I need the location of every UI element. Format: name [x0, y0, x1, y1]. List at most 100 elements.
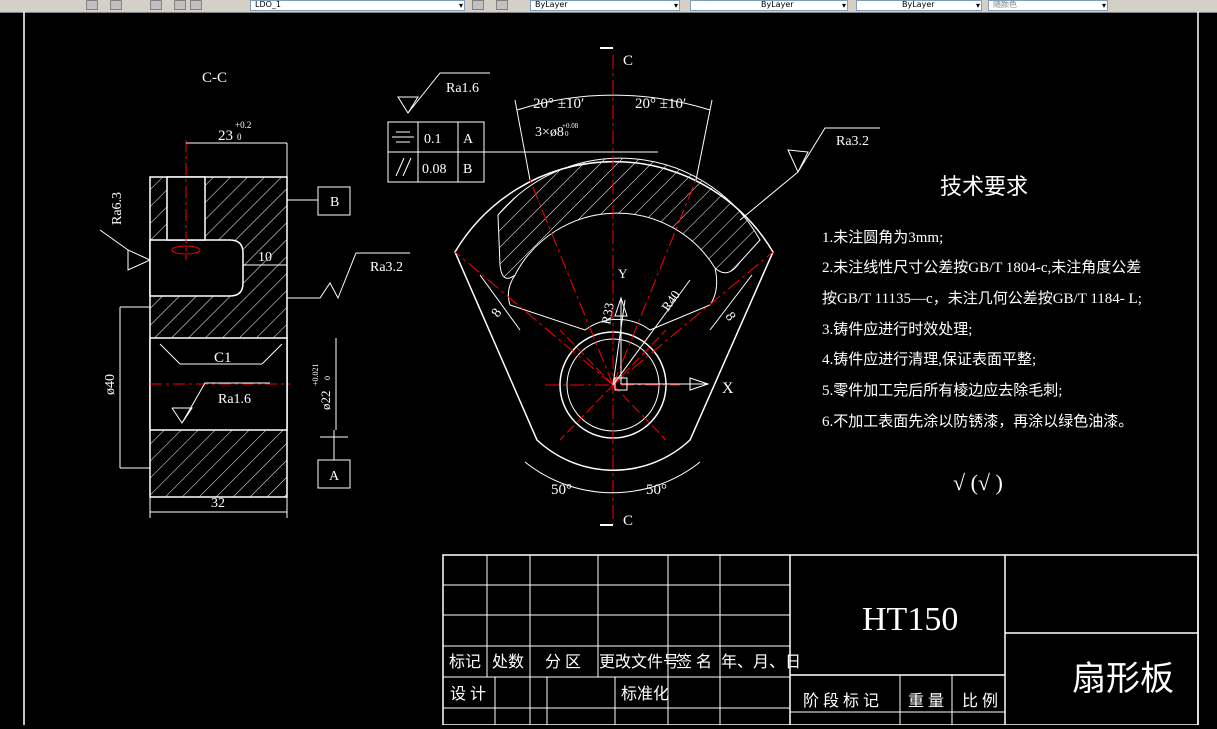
dim-r40: R40 [658, 287, 683, 313]
plotstyle-dropdown[interactable]: 随颜色▾ [988, 0, 1108, 11]
dim-slot-depth: 10 [258, 250, 272, 265]
section-label: C-C [202, 70, 227, 86]
tolerance-frames: Ra1.6 0.1 A 0.08 B [387, 72, 658, 183]
roughness-bore-symbol [171, 382, 270, 424]
cad-toolbar: LDO_1▾ ByLayer▾ ByLayer▾ ByLayer▾ 随颜色▾ [0, 0, 1217, 13]
parallel-icon [395, 157, 412, 177]
roughness-leader [739, 171, 799, 221]
tb-weight: 重 量 [908, 692, 944, 710]
requirement-line: 按GB/T 11135—c，未注几何公差按GB/T 1184- L; [822, 290, 1142, 307]
ucs-y-label: Y [618, 266, 628, 281]
roughness-top-symbol [397, 72, 490, 114]
datum-a-box [317, 459, 351, 489]
hub-centerline [612, 384, 667, 441]
tb-mark: 标记 [449, 653, 481, 671]
datum-b-label: B [330, 195, 339, 210]
chevron-down-icon: ▾ [673, 1, 678, 10]
roughness-arc-symbol [787, 127, 880, 174]
radius-line [612, 299, 626, 386]
hole-centerline-right [612, 179, 697, 386]
lineweight-dropdown[interactable]: ByLayer▾ [856, 0, 982, 11]
ucs-x-label: X [722, 380, 734, 397]
requirement-line: 3.铸件应进行时效处理; [822, 320, 972, 338]
edge-centerline [612, 251, 774, 386]
rib-dim-line [709, 274, 753, 331]
dim-r33: R33 [598, 302, 617, 326]
chevron-down-icon: ▾ [975, 1, 980, 10]
requirement-line: 5.零件加工完后所有棱边应去除毛刺; [822, 381, 1062, 399]
other-roughness: √ (√ ) [953, 470, 1003, 495]
tb-design: 设 计 [450, 685, 486, 703]
hub-centerline [559, 384, 614, 441]
layer-state-icon[interactable] [150, 0, 162, 10]
dim-width-top: 23 [218, 128, 233, 144]
chamfer-line [261, 343, 283, 365]
tb-date: 年、月、日 [721, 653, 801, 671]
section-bore [149, 337, 288, 431]
sector-view: C C 20° ±10′ 20° ±10′ 3×ø8 +0.08 0 Ra3.2… [454, 47, 880, 529]
drawing-svg: C-C C1 23 +0.2 0 B Ra6.3 10 Ra3.2 [23, 12, 1199, 726]
radius-line [612, 279, 691, 386]
cut-label-bottom: C [623, 513, 633, 529]
tol-symmetry-value: 0.1 [424, 132, 442, 147]
chevron-down-icon: ▾ [1101, 1, 1106, 10]
tol-parallel-datum: B [463, 162, 472, 177]
layer-previous-icon[interactable] [110, 0, 122, 10]
roughness-arc: Ra3.2 [836, 134, 869, 149]
hole-ellipse [171, 245, 201, 255]
sun-icon[interactable] [190, 0, 202, 10]
make-current-icon[interactable] [472, 0, 484, 10]
bulb-icon[interactable] [174, 0, 186, 10]
tb-signature: 签 名 [676, 653, 712, 671]
requirement-line: 4.铸件应进行清理,保证表面平整; [822, 350, 1036, 368]
roughness-bore: Ra1.6 [218, 392, 251, 407]
angle-arc-bottom [524, 461, 701, 494]
chamfer-line [159, 343, 181, 365]
roughness-left-symbol [99, 229, 152, 271]
ext-line [514, 99, 531, 181]
section-view: C-C C1 23 +0.2 0 B Ra6.3 10 Ra3.2 [99, 70, 410, 518]
hole-centerline-left [529, 179, 614, 386]
roughness-slot-symbol [287, 252, 410, 300]
roughness-slot: Ra3.2 [370, 260, 403, 275]
tol-symmetry-datum: A [463, 132, 474, 147]
datum-a-label: A [329, 469, 340, 484]
angle-arc-top [516, 94, 711, 111]
angle-right: 20° ±10′ [635, 96, 686, 112]
angle-bottom-left: 50° [551, 482, 572, 498]
tb-zone: 分 区 [545, 653, 581, 671]
rib-dim-line [479, 274, 521, 331]
layer-manager-icon[interactable] [86, 0, 98, 10]
chevron-down-icon: ▾ [841, 1, 846, 10]
holes-callout: 3×ø8 [535, 125, 564, 140]
linetype-dropdown[interactable]: ByLayer▾ [690, 0, 848, 11]
symmetry-icon [392, 131, 414, 143]
dim-rib-left: 8 [489, 306, 505, 320]
dim-bore-tol-upper: +0.021 [311, 363, 320, 386]
hub-centerline [559, 329, 614, 386]
datum-b-box [317, 186, 351, 216]
dim-bore-tol-lower: 0 [323, 376, 332, 380]
color-dropdown[interactable]: ByLayer▾ [530, 0, 680, 11]
ucs-y-arrow [614, 296, 628, 317]
holes-tol-lower: 0 [565, 130, 569, 138]
dim-tol-lower: 0 [237, 132, 242, 142]
chamfer-label: C1 [214, 350, 232, 366]
dim-bore: ø22 [318, 391, 333, 411]
layer-match-icon[interactable] [496, 0, 508, 10]
tol-parallel-value: 0.08 [422, 162, 447, 177]
sector-rim-hatch [497, 157, 761, 279]
layer-dropdown[interactable]: LDO_1▾ [250, 0, 465, 11]
tb-change-doc: 更改文件号 [599, 653, 679, 671]
roughness-top: Ra1.6 [446, 81, 479, 96]
ext-line [695, 99, 713, 181]
tb-stage-mark: 阶 段 标 记 [803, 692, 879, 710]
ucs-x-arrow [689, 377, 710, 391]
tb-standardization: 标准化 [621, 685, 669, 703]
tb-count: 处数 [492, 653, 524, 671]
edge-centerline [454, 251, 614, 386]
requirement-line: 6.不加工表面先涂以防锈漆，再涂以绿色油漆。 [822, 413, 1133, 430]
dim-length: 32 [211, 496, 225, 511]
drawing-canvas[interactable]: C-C C1 23 +0.2 0 B Ra6.3 10 Ra3.2 [0, 12, 1217, 726]
angle-left: 20° ±10′ [533, 96, 584, 112]
